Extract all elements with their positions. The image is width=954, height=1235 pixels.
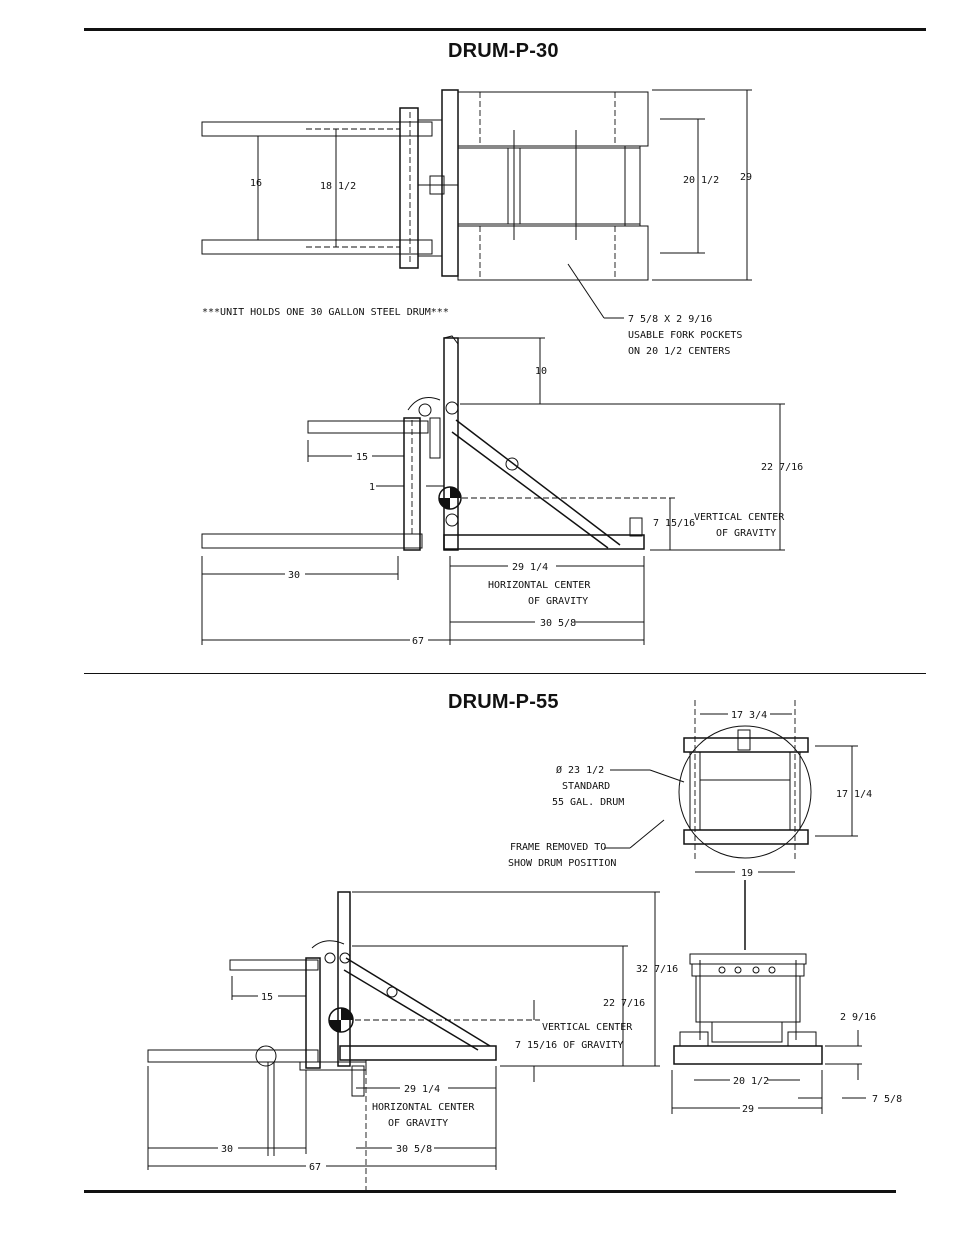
p55-drum-line3: 55 GAL. DRUM	[552, 797, 624, 808]
p30-top-fork-pocket-lower	[457, 225, 649, 281]
p55-top-dim-17-1-4: 17 1/4	[836, 789, 872, 800]
p55-hcg-line1: HORIZONTAL CENTER	[372, 1102, 475, 1113]
p30-hcg-line1: HORIZONTAL CENTER	[488, 580, 591, 591]
p55-side-dim-30: 30	[221, 1144, 233, 1155]
p30-side-dim-29-1-4: 29 1/4	[512, 562, 548, 573]
p30-side-dim-67: 67	[412, 636, 424, 647]
p55-vcg-line1: VERTICAL CENTER	[542, 1022, 633, 1033]
p30-capacity-note: ***UNIT HOLDS ONE 30 GALLON STEEL DRUM**…	[202, 307, 449, 318]
p30-vcg-line1: VERTICAL CENTER	[694, 512, 785, 523]
p55-hcg-line2: OF GRAVITY	[388, 1118, 448, 1129]
p30-top-dim-16: 16	[250, 178, 262, 189]
p30-side-view: 10 22 7/16 15 1 7 15/16 VERTICAL CENTER …	[201, 335, 803, 647]
p55-top-dim-19: 19	[741, 868, 753, 879]
p30-side-dim-30: 30	[288, 570, 300, 581]
p30-side-dim-22-7-16: 22 7/16	[761, 462, 803, 473]
p30-fork-pocket-line3: ON 20 1/2 CENTERS	[628, 346, 730, 357]
p30-top-dim-29: 29	[740, 172, 752, 183]
title-drum-p-30: DRUM-P-30	[448, 40, 559, 62]
p55-front-dim-7-5-8: 7 5/8	[872, 1094, 902, 1105]
p30-top-dim-18-1-2: 18 1/2	[320, 181, 356, 192]
p55-side-dim-30-5-8: 30 5/8	[396, 1144, 432, 1155]
p55-vcg-line2: 7 15/16 OF GRAVITY	[515, 1040, 623, 1051]
p30-hcg-line2: OF GRAVITY	[528, 596, 588, 607]
top-rule	[84, 28, 926, 31]
p55-side-view: 32 7/16 22 7/16 15 VERTICAL CENTER 7 15/…	[147, 891, 678, 1190]
p30-top-dim-20-1-2: 20 1/2	[683, 175, 719, 186]
p55-frame-line2: SHOW DRUM POSITION	[508, 858, 616, 869]
p30-fork-pocket-line2: USABLE FORK POCKETS	[628, 330, 742, 341]
p30-side-dim-15: 15	[356, 452, 368, 463]
p30-top-view: 16 18 1/2 20 1/2 29	[201, 89, 752, 281]
p30-top-fork-pocket-upper	[457, 91, 649, 147]
p55-front-dim-29: 29	[742, 1104, 754, 1115]
p55-drum-outline	[678, 725, 812, 859]
p55-top-dim-17-3-4: 17 3/4	[731, 710, 767, 721]
p55-side-dim-22-7-16: 22 7/16	[603, 998, 645, 1009]
p55-front-dim-20-1-2: 20 1/2	[733, 1076, 769, 1087]
middle-rule	[84, 673, 926, 674]
p55-side-dim-32-7-16: 32 7/16	[636, 964, 678, 975]
p30-top-mast	[399, 107, 419, 269]
p30-side-dim-1: 1	[369, 482, 375, 493]
title-drum-p-55: DRUM-P-55	[448, 691, 559, 713]
p30-top-fork-upper	[201, 121, 433, 137]
p30-side-dim-7-15-16: 7 15/16	[653, 518, 695, 529]
p30-fork-pocket-line1: 7 5/8 X 2 9/16	[628, 314, 712, 325]
p55-side-dim-29-1-4: 29 1/4	[404, 1084, 440, 1095]
p55-top-view: 17 3/4 17 1/4 19	[678, 700, 872, 879]
p55-front-view: 2 9/16 20 1/2 29 7 5/8	[671, 880, 902, 1115]
p55-drum-line1: Ø 23 1/2	[556, 764, 604, 776]
p55-front-dim-2-9-16: 2 9/16	[840, 1012, 876, 1023]
p30-top-fork-lower	[201, 239, 433, 255]
p30-side-dim-30-5-8: 30 5/8	[540, 618, 576, 629]
bottom-rule	[84, 1190, 896, 1193]
p55-side-dim-15: 15	[261, 992, 273, 1003]
p55-frame-line1: FRAME REMOVED TO	[510, 842, 606, 853]
p30-vcg-line2: OF GRAVITY	[716, 528, 776, 539]
p55-side-dim-67: 67	[309, 1162, 321, 1173]
p30-side-dim-10: 10	[535, 366, 547, 377]
p55-drum-line2: STANDARD	[562, 781, 610, 792]
